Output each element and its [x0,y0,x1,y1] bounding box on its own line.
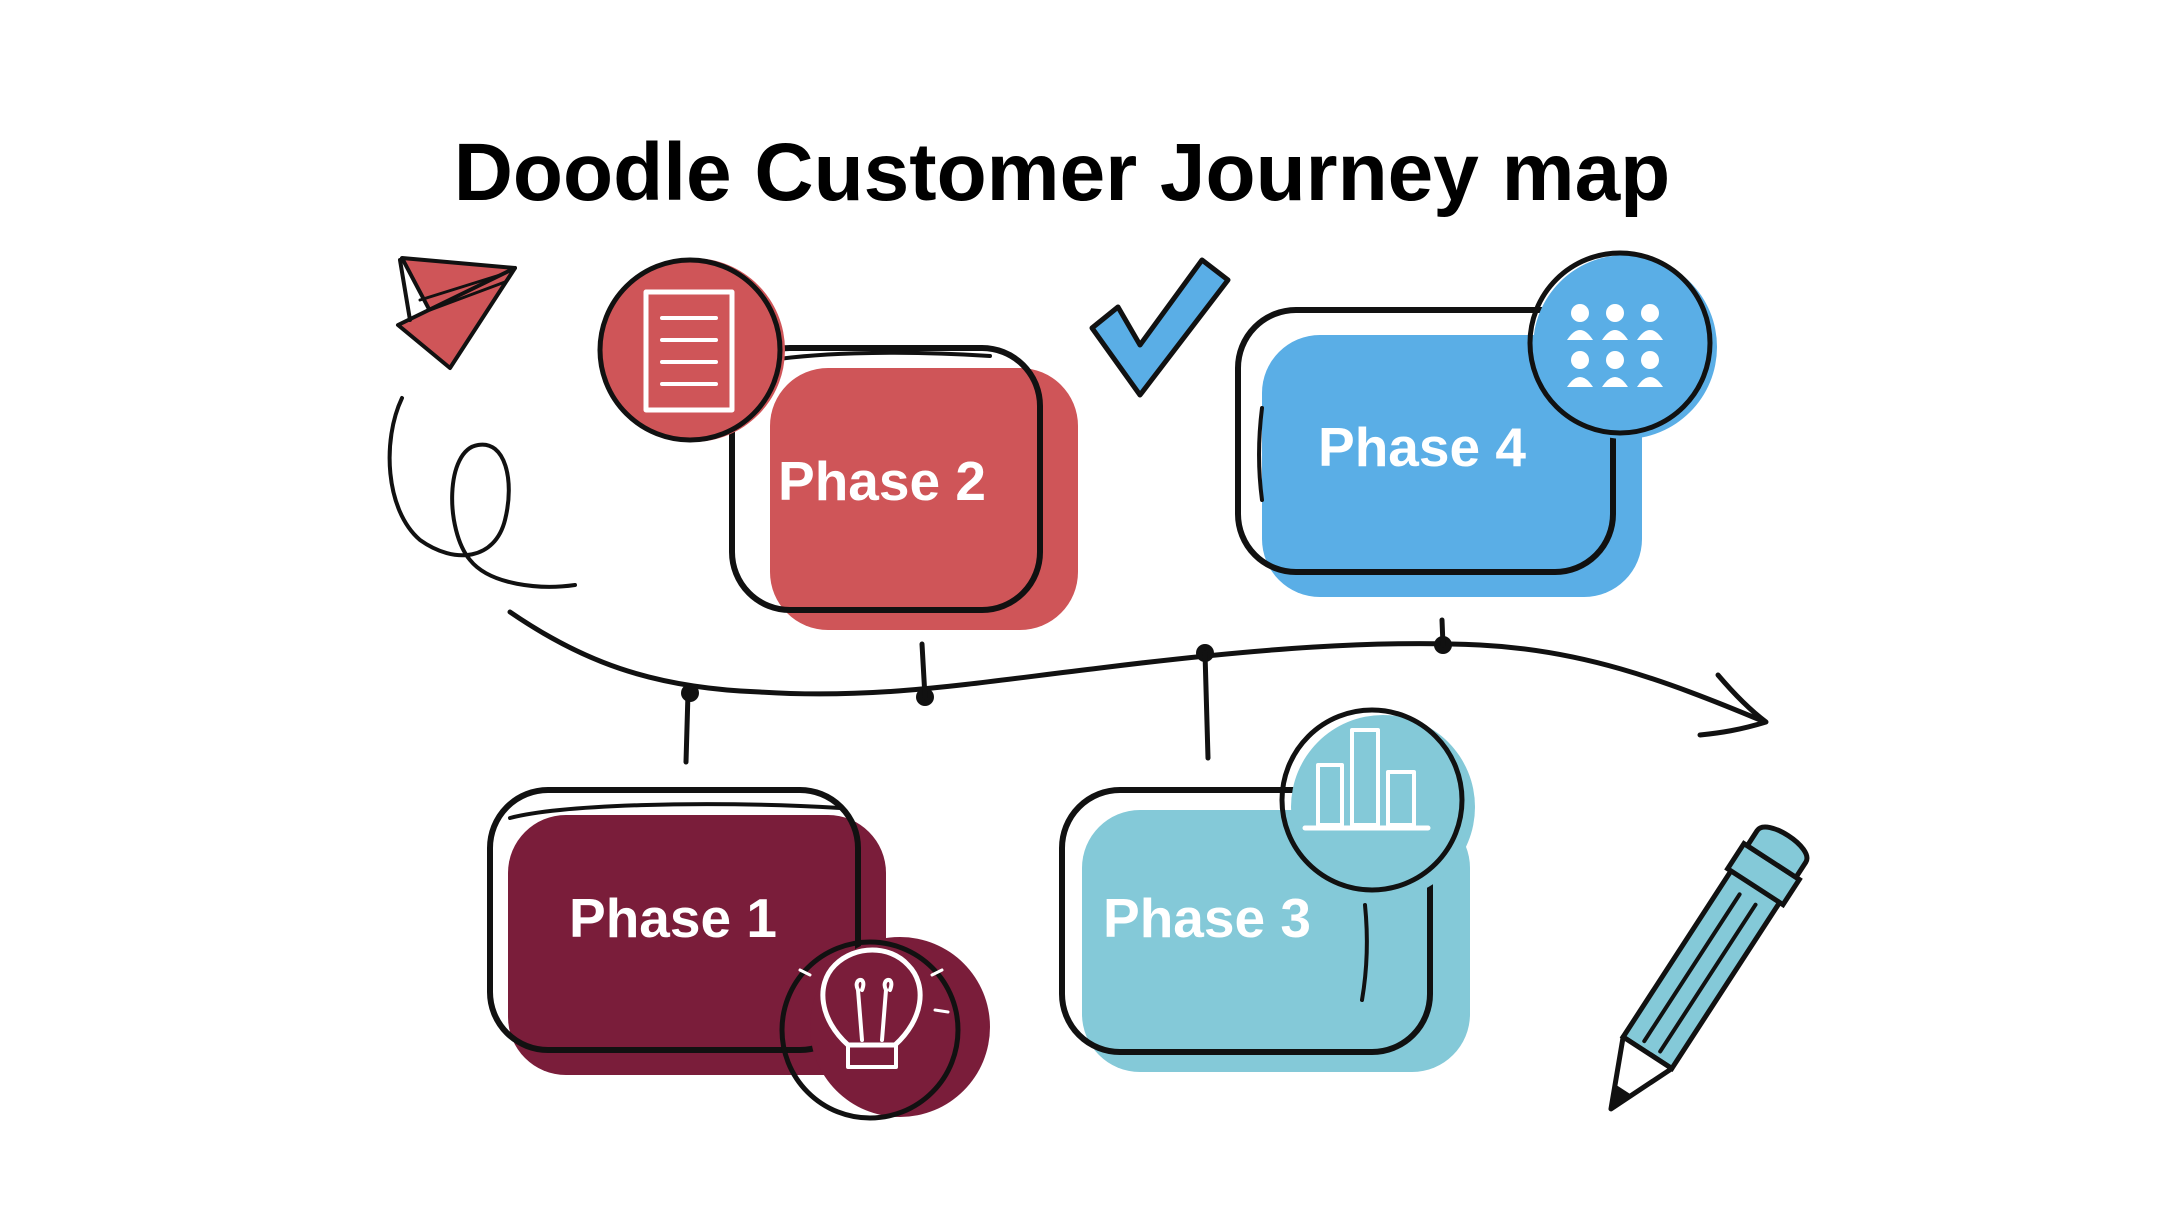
timeline [507,609,1769,765]
paper-plane-icon [396,256,517,370]
squiggle-doodle [387,396,577,589]
checkmark-icon [1089,257,1231,398]
phase-4-label: Phase 4 [1318,416,1526,478]
phase-2-label: Phase 2 [778,450,986,512]
page-title: Doodle Customer Journey map [454,127,1671,218]
phase-2-card: Phase 2 [597,257,1078,630]
pencil-icon [1608,824,1810,1112]
phase-4-card: Phase 4 [1235,250,1717,597]
phase-3-label: Phase 3 [1103,887,1311,949]
lightbulb-icon [798,947,950,1069]
bar-chart-icon [1302,728,1431,831]
phase-1-card: Phase 1 [487,787,990,1121]
phase-1-label: Phase 1 [569,887,777,949]
team-icon [1567,304,1663,387]
document-icon [643,289,735,413]
phase-3-card: Phase 3 [1059,707,1475,1072]
